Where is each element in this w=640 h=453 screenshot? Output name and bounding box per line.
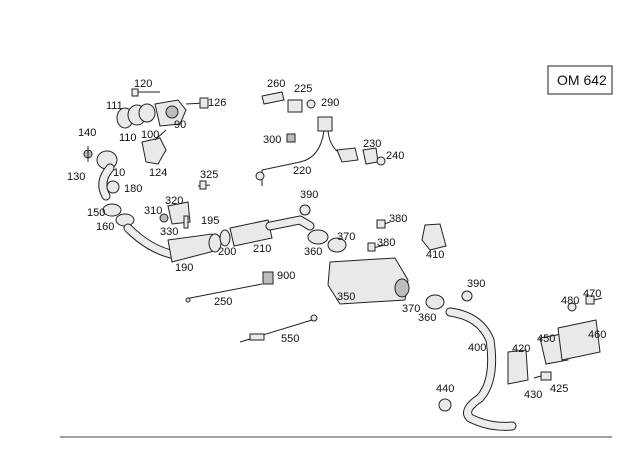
callout-370-upper: 370 <box>337 231 355 243</box>
rear-clamp-gasket <box>425 290 473 310</box>
pressure-line-assembly <box>255 91 359 186</box>
callout-400: 400 <box>468 342 486 354</box>
callout-310: 310 <box>144 205 162 217</box>
callout-240: 240 <box>386 150 404 162</box>
callout-290: 290 <box>321 97 339 109</box>
callout-900: 900 <box>277 270 295 282</box>
callout-410: 410 <box>426 249 444 261</box>
callout-425: 425 <box>550 383 568 395</box>
clamp-gasket-360-370 <box>299 204 347 253</box>
callout-380-lower: 380 <box>377 237 395 249</box>
callout-250: 250 <box>214 296 232 308</box>
callout-225: 225 <box>294 83 312 95</box>
rear-hanger-assembly <box>438 295 603 412</box>
callout-195: 195 <box>201 215 219 227</box>
callout-450: 450 <box>537 333 555 345</box>
front-pipe-catalyst <box>123 215 315 263</box>
callout-470: 470 <box>583 288 601 300</box>
callout-370-lower: 370 <box>402 303 420 315</box>
callout-111: 111 <box>106 100 123 112</box>
callout-550: 550 <box>281 333 299 345</box>
callout-390-lower: 390 <box>467 278 485 290</box>
sensor-230 <box>362 147 386 166</box>
center-muffler <box>327 219 410 305</box>
engine-reference-box: OM 642 <box>547 65 613 95</box>
turbo-flange-assembly <box>116 88 209 165</box>
callout-110: 110 <box>119 132 137 144</box>
callout-124: 124 <box>149 167 167 179</box>
callout-160: 160 <box>96 221 114 233</box>
downpipe-left <box>83 146 135 227</box>
callout-120: 120 <box>134 78 152 90</box>
callout-100: 100 <box>141 129 159 141</box>
callout-150: 150 <box>87 207 105 219</box>
callout-480: 480 <box>561 295 579 307</box>
callout-220: 220 <box>293 165 311 177</box>
callout-126: 126 <box>208 97 226 109</box>
callout-320: 320 <box>165 195 183 207</box>
callout-330: 330 <box>160 226 178 238</box>
sensor-wire-250 <box>185 271 274 303</box>
callout-90: 90 <box>174 119 186 131</box>
callout-190: 190 <box>175 262 193 274</box>
callout-440: 440 <box>436 383 454 395</box>
callout-360-upper: 360 <box>304 246 322 258</box>
callout-130: 130 <box>67 171 85 183</box>
callout-380-upper: 380 <box>389 213 407 225</box>
callout-230: 230 <box>363 138 381 150</box>
callout-430: 430 <box>524 389 542 401</box>
callout-300: 300 <box>263 134 281 146</box>
callout-180: 180 <box>124 183 142 195</box>
callout-420: 420 <box>512 343 530 355</box>
callout-350: 350 <box>337 291 355 303</box>
callout-labels: 120 111 126 110 100 90 140 124 130 10 18… <box>67 78 606 401</box>
callout-260: 260 <box>267 78 285 90</box>
callout-360-lower: 360 <box>418 312 436 324</box>
callout-460: 460 <box>588 329 606 341</box>
rear-hanger-410 <box>421 223 447 251</box>
mounting-bracket-cluster <box>159 180 211 229</box>
callout-210: 210 <box>253 243 271 255</box>
sensor-wire-550 <box>239 314 318 343</box>
callout-10: 10 <box>113 167 125 179</box>
callout-140: 140 <box>78 127 96 139</box>
tail-pipe <box>445 307 517 431</box>
callout-390-upper: 390 <box>300 189 318 201</box>
engine-reference-label: OM 642 <box>557 72 607 88</box>
callout-325: 325 <box>200 169 218 181</box>
callout-200: 200 <box>218 246 236 258</box>
